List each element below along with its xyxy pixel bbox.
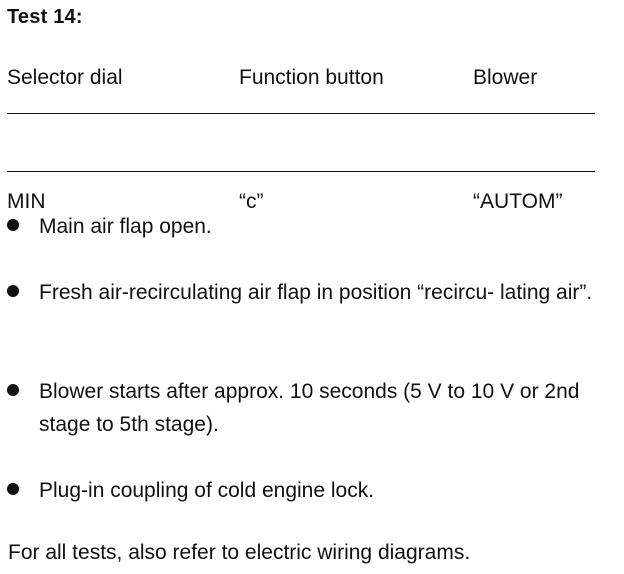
- value-blower: “AUTOM”: [473, 190, 563, 213]
- header-function-button: Function button: [239, 66, 384, 89]
- bullet-dot-icon: [7, 384, 19, 396]
- bullet-text: Main air flap open.: [39, 215, 212, 238]
- bullet-text: Blower starts after approx. 10 seconds (…: [39, 380, 580, 436]
- table-rule-bottom: [7, 171, 595, 172]
- header-selector-dial: Selector dial: [7, 66, 123, 89]
- bullet-dot-icon: [7, 285, 19, 297]
- bullet-text: Plug-in coupling of cold engine lock.: [39, 479, 375, 502]
- bullet-dot-icon: [7, 483, 19, 495]
- settings-table: Selector dial Function button Blower MIN…: [7, 60, 595, 213]
- value-selector-dial: MIN: [7, 190, 46, 213]
- bullet-text: Fresh air-recirculating air flap in posi…: [39, 281, 593, 304]
- header-blower: Blower: [473, 66, 538, 89]
- footer-note: For all tests, also refer to electric wi…: [8, 541, 471, 564]
- bullet-dot-icon: [7, 219, 19, 231]
- test-heading: Test 14:: [7, 6, 83, 28]
- value-function-button: “c”: [239, 190, 264, 213]
- table-header-row: Selector dial Function button Blower: [7, 60, 595, 114]
- table-values-row: MIN “c” “AUTOM”: [7, 114, 595, 213]
- table-rule-top: [7, 113, 595, 114]
